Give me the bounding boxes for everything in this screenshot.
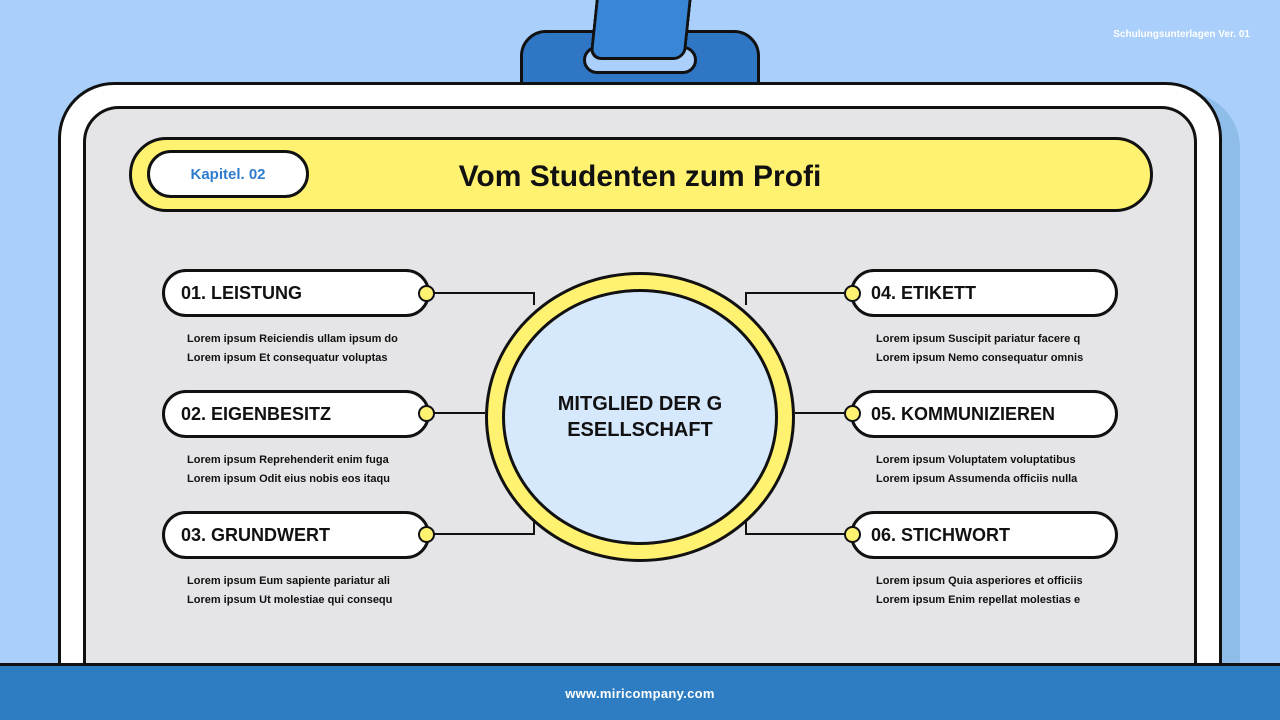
chapter-badge: Kapitel. 02 bbox=[147, 150, 309, 198]
item-description-6: Lorem ipsum Quia asperiores et officiis … bbox=[876, 572, 1083, 610]
connector-dot bbox=[418, 526, 435, 543]
connector-dot bbox=[418, 285, 435, 302]
item-description-line: Lorem ipsum Enim repellat molestias e bbox=[876, 594, 1081, 606]
connector-dot bbox=[418, 405, 435, 422]
item-description-line: Lorem ipsum Voluptatem voluptatibus bbox=[876, 454, 1076, 466]
connector-dot bbox=[844, 405, 861, 422]
item-description-3: Lorem ipsum Eum sapiente pariatur ali Lo… bbox=[187, 572, 392, 610]
item-description-1: Lorem ipsum Reiciendis ullam ipsum do Lo… bbox=[187, 330, 398, 368]
item-description-line: Lorem ipsum Reprehenderit enim fuga bbox=[187, 454, 389, 466]
version-label: Schulungsunterlagen Ver. 01 bbox=[1113, 29, 1250, 40]
item-description-line: Lorem ipsum Ut molestiae qui consequ bbox=[187, 594, 393, 606]
connector-dot bbox=[844, 285, 861, 302]
connector-dot bbox=[844, 526, 861, 543]
page-title: Vom Studenten zum Profi bbox=[458, 160, 822, 193]
item-description-line: Lorem ipsum Nemo consequatur omnis bbox=[876, 352, 1084, 364]
center-circle-text: MITGLIED DER GESELLSCHAFT bbox=[502, 289, 778, 545]
item-pill-1: 01. LEISTUNG bbox=[162, 269, 430, 317]
footer-url: www.miricompany.com bbox=[0, 663, 1280, 720]
item-pill-5: 05. KOMMUNIZIEREN bbox=[850, 390, 1118, 438]
item-description-line: Lorem ipsum Reiciendis ullam ipsum do bbox=[187, 333, 398, 345]
item-description-line: Lorem ipsum Eum sapiente pariatur ali bbox=[187, 575, 390, 587]
item-description-4: Lorem ipsum Suscipit pariatur facere q L… bbox=[876, 330, 1083, 368]
item-pill-3: 03. GRUNDWERT bbox=[162, 511, 430, 559]
item-description-line: Lorem ipsum Odit eius nobis eos itaqu bbox=[187, 473, 390, 485]
item-description-line: Lorem ipsum Suscipit pariatur facere q bbox=[876, 333, 1081, 345]
item-description-line: Lorem ipsum Et consequatur voluptas bbox=[187, 352, 388, 364]
item-pill-6: 06. STICHWORT bbox=[850, 511, 1118, 559]
item-description-line: Lorem ipsum Quia asperiores et officiis bbox=[876, 575, 1083, 587]
item-description-2: Lorem ipsum Reprehenderit enim fuga Lore… bbox=[187, 451, 390, 489]
item-description-line: Lorem ipsum Assumenda officiis nulla bbox=[876, 473, 1078, 485]
item-description-5: Lorem ipsum Voluptatem voluptatibus Lore… bbox=[876, 451, 1077, 489]
item-pill-2: 02. EIGENBESITZ bbox=[162, 390, 430, 438]
item-pill-4: 04. ETIKETT bbox=[850, 269, 1118, 317]
